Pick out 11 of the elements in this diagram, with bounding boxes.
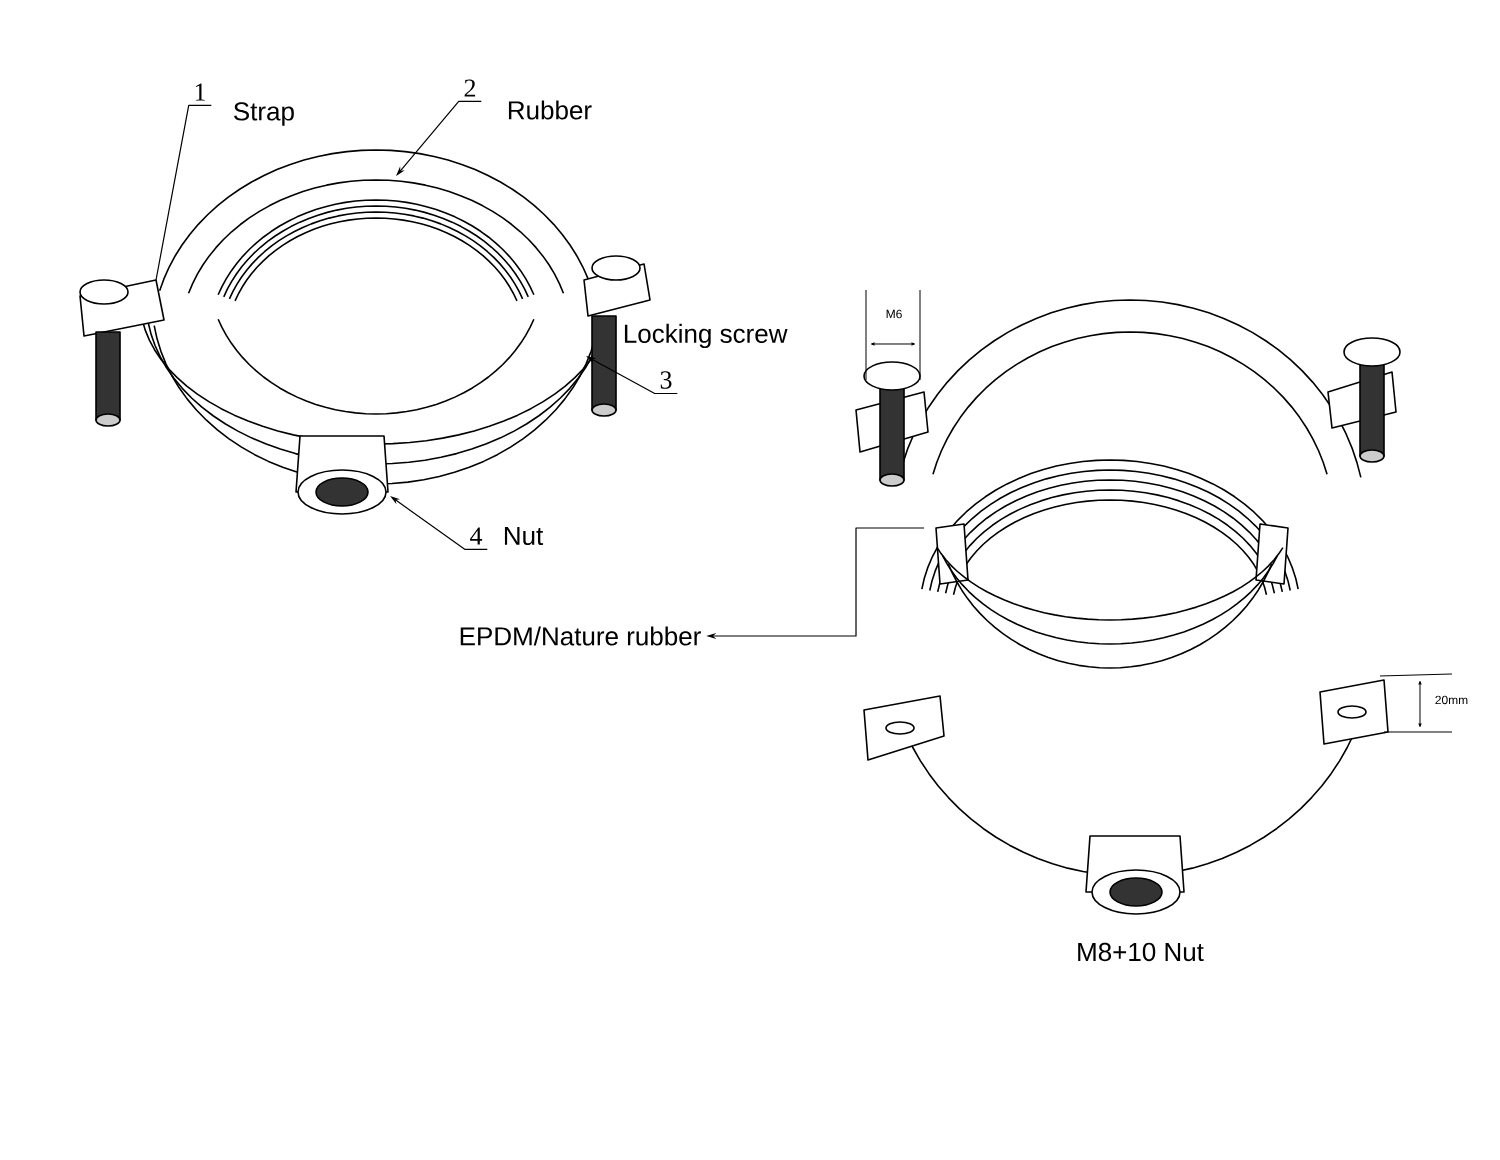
leader-line	[155, 104, 212, 281]
callout-number: 2	[464, 79, 476, 97]
callout-number: 1	[195, 83, 205, 101]
callout-number: 4	[470, 527, 483, 545]
part-label: Rubber	[508, 100, 592, 120]
part-label: Strap	[234, 102, 294, 126]
callout-number: 3	[660, 371, 672, 389]
caption: M8+10 Nut	[1078, 942, 1204, 962]
part-label: EPDM/Nature rubber	[460, 626, 701, 646]
part-label: Nut	[504, 526, 544, 546]
part-label: Locking screw	[624, 323, 788, 349]
